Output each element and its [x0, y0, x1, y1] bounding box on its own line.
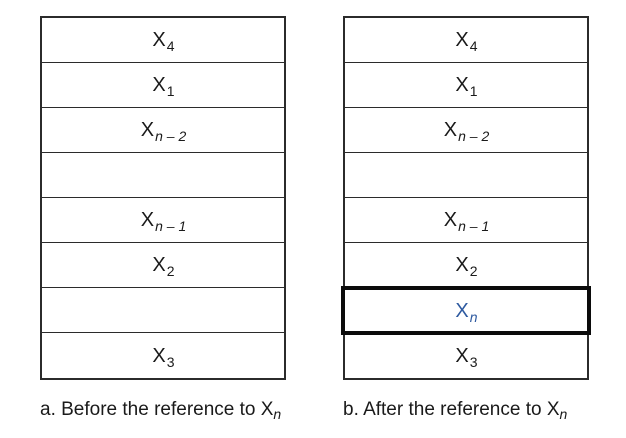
memory-slot: X2 [42, 243, 284, 288]
slot-label: X2 [152, 254, 174, 278]
slot-label: X1 [455, 74, 477, 98]
label-subscript: 2 [469, 263, 478, 279]
slot-label: X4 [152, 29, 174, 53]
caption-after-text: b. After the reference to X [343, 399, 560, 420]
memory-slot: X2 [345, 243, 587, 288]
label-subscript: n – 2 [155, 128, 187, 144]
label-base: X [455, 299, 469, 322]
caption-after: b. After the reference to Xn [343, 399, 589, 422]
memory-slot: Xn – 1 [42, 198, 284, 243]
label-base: X [152, 74, 166, 96]
label-subscript: 3 [166, 353, 175, 370]
slot-label: X3 [455, 344, 477, 369]
slot-label: Xn – 1 [140, 209, 186, 233]
slot-label: Xn – 2 [443, 119, 489, 143]
memory-slot-empty [42, 288, 284, 333]
memory-slot: Xn – 2 [345, 108, 587, 153]
memory-slot: X4 [42, 18, 284, 63]
memory-slot: X3 [345, 333, 587, 378]
caption-after-subscript: n [559, 406, 568, 422]
label-base: X [443, 209, 458, 231]
label-subscript: 4 [166, 38, 175, 54]
memory-slot: X1 [345, 63, 587, 108]
label-subscript: 1 [166, 83, 175, 99]
label-subscript: n – 1 [155, 218, 187, 234]
label-base: X [455, 29, 469, 51]
label-subscript: n – 1 [458, 218, 490, 234]
slot-label: Xn [455, 299, 477, 324]
memory-slot-empty [42, 153, 284, 198]
memory-slot-highlighted: Xn [341, 286, 591, 335]
label-base: X [152, 344, 166, 367]
memory-slot: X1 [42, 63, 284, 108]
label-subscript: 2 [166, 263, 175, 279]
label-base: X [140, 119, 155, 141]
memory-slot-empty [345, 153, 587, 198]
slot-label: Xn – 2 [140, 119, 186, 143]
memory-slot: Xn – 2 [42, 108, 284, 153]
label-subscript: 1 [469, 83, 478, 99]
slot-label: X3 [152, 344, 174, 369]
slot-label: X2 [455, 254, 477, 278]
slot-label: Xn – 1 [443, 209, 489, 233]
caption-before: a. Before the reference to Xn [40, 399, 286, 422]
slot-label: X4 [455, 29, 477, 53]
label-base: X [455, 74, 469, 96]
label-base: X [455, 254, 469, 276]
memory-slot: X3 [42, 333, 284, 378]
label-base: X [152, 29, 166, 51]
label-subscript: 3 [469, 353, 478, 370]
slot-label: X1 [152, 74, 174, 98]
memory-slot: Xn – 1 [345, 198, 587, 243]
label-subscript: 4 [469, 38, 478, 54]
label-base: X [455, 344, 469, 367]
caption-before-text: a. Before the reference to X [40, 399, 274, 420]
label-subscript: n – 2 [458, 128, 490, 144]
caption-before-subscript: n [273, 406, 282, 422]
label-base: X [443, 119, 458, 141]
label-base: X [152, 254, 166, 276]
memory-slot: X4 [345, 18, 587, 63]
label-subscript: n [469, 308, 478, 325]
label-base: X [140, 209, 155, 231]
